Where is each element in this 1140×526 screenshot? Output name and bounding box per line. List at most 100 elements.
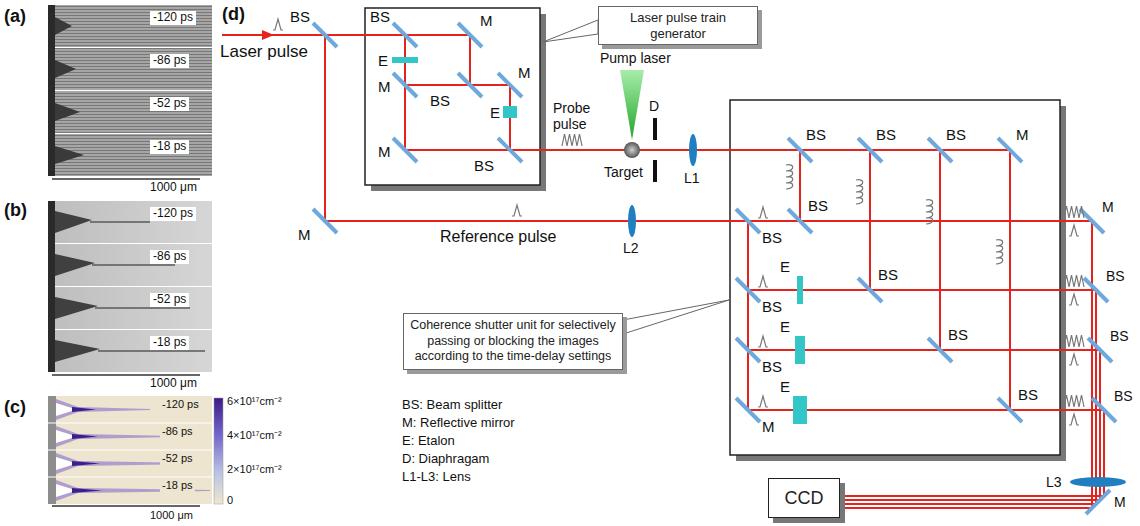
component-label: E <box>780 258 790 275</box>
etalon <box>793 396 807 424</box>
component-label: BS <box>762 358 782 375</box>
etalon <box>503 106 517 118</box>
pulse-train-icon <box>856 180 863 204</box>
delay-label: -18 ps <box>150 140 189 154</box>
pulse-icons <box>273 19 1084 425</box>
shadowgraph-panel-b <box>48 201 212 375</box>
pulse-icon <box>1069 414 1079 425</box>
mirror <box>1086 490 1110 514</box>
beam-splitter <box>1084 278 1108 302</box>
beam-splitter <box>458 73 482 97</box>
delay-label: -120 ps <box>150 207 196 221</box>
etalon <box>795 336 805 364</box>
pulse-icon <box>758 276 768 287</box>
component-label: L1 <box>684 170 700 186</box>
delay-label: -52 ps <box>160 452 195 465</box>
image-beam <box>748 290 1096 504</box>
component-label: BS <box>1114 388 1133 404</box>
component-label: Target <box>604 164 643 180</box>
colorbar-tick: 2×10¹⁷cm⁻² <box>227 463 282 476</box>
pulse-icon <box>1069 294 1079 305</box>
laser-beam <box>405 85 510 150</box>
diaphragm <box>653 160 657 182</box>
pulse-train-icon <box>996 240 1003 264</box>
callout-pointer <box>623 300 729 334</box>
beam-splitter <box>1092 398 1116 422</box>
pulse-icon <box>1069 225 1079 236</box>
panel-letter: (c) <box>4 397 26 418</box>
scale-label: 1000 μm <box>150 509 193 522</box>
component-label: BS <box>1110 328 1129 344</box>
lens <box>628 205 636 237</box>
arrow-head <box>262 30 274 40</box>
optics <box>313 23 1126 514</box>
delay-label: -86 ps <box>150 54 189 68</box>
plasma-channel <box>90 222 205 351</box>
callout-box: Laser pulse train generator <box>598 6 758 45</box>
strip-divider <box>48 450 212 451</box>
component-label: E <box>378 52 388 69</box>
pulse-icon <box>758 396 768 407</box>
component-label: BS <box>876 126 896 143</box>
scale-bar <box>52 374 200 376</box>
image-strip <box>48 5 212 47</box>
pulse-train-icon <box>926 200 933 224</box>
pulse-icon <box>758 207 768 218</box>
colorbar-tick: 0 <box>227 494 233 507</box>
beam-splitter <box>736 209 760 233</box>
delay-label: -86 ps <box>150 250 189 264</box>
delay-label: -52 ps <box>150 97 189 111</box>
etalon <box>797 276 803 304</box>
component-label: BS <box>370 8 390 25</box>
callout-box-text: Coherence shutter unit for selectively p… <box>410 318 616 365</box>
callout-box-text: Laser pulse train generator <box>604 10 752 41</box>
mirror <box>458 23 482 47</box>
component-label: BS <box>1106 268 1125 284</box>
panel-letter: (d) <box>222 4 245 25</box>
pulse-icon <box>1069 354 1079 365</box>
lens <box>689 134 697 166</box>
strip-divider <box>48 477 212 478</box>
component-label: E <box>780 318 790 335</box>
beam-splitter <box>1088 338 1112 362</box>
legend-text: L1-L3: Lens <box>402 470 471 485</box>
probe-beam <box>510 150 1010 410</box>
component-label: M <box>378 143 391 160</box>
delay-label: -120 ps <box>150 11 196 25</box>
camera-box-text: CCD <box>785 488 824 509</box>
delay-label: -120 ps <box>160 398 201 411</box>
component-label: E <box>490 104 500 121</box>
pulse-train-icon <box>786 165 793 189</box>
beam-splitter <box>736 338 760 362</box>
component-label: D <box>649 98 659 114</box>
delay-label: -18 ps <box>160 479 195 492</box>
component-label: BS <box>878 266 898 283</box>
component-label: BS <box>808 197 828 214</box>
pulse-train-icon <box>1064 206 1084 218</box>
component-label: BS <box>1018 386 1038 403</box>
beam-splitter <box>313 23 337 47</box>
probe-beam <box>800 150 940 350</box>
diaphragm <box>653 118 657 140</box>
scale-bar <box>52 505 200 507</box>
panel-letter: (a) <box>4 6 26 27</box>
component-label: BS <box>474 157 494 174</box>
laser-beam <box>405 35 510 150</box>
plasma-plume <box>55 211 100 362</box>
mirror <box>1080 209 1104 233</box>
legend-text: E: Etalon <box>402 434 455 449</box>
component-label: BS <box>290 8 310 25</box>
colorbar <box>214 398 223 504</box>
etalon <box>392 57 418 63</box>
density-map <box>48 396 212 504</box>
camera-box: CCD <box>768 478 840 518</box>
pulse-train-icon <box>1064 275 1084 287</box>
pump-beam <box>620 70 644 140</box>
colorbar-tick: 6×10¹⁷cm⁻² <box>227 395 282 408</box>
component-label: M <box>378 78 391 95</box>
beam-label: Reference pulse <box>440 228 557 246</box>
pulse-icon <box>512 205 522 216</box>
plasma-plume <box>55 17 84 164</box>
component-label: BS <box>762 229 782 246</box>
